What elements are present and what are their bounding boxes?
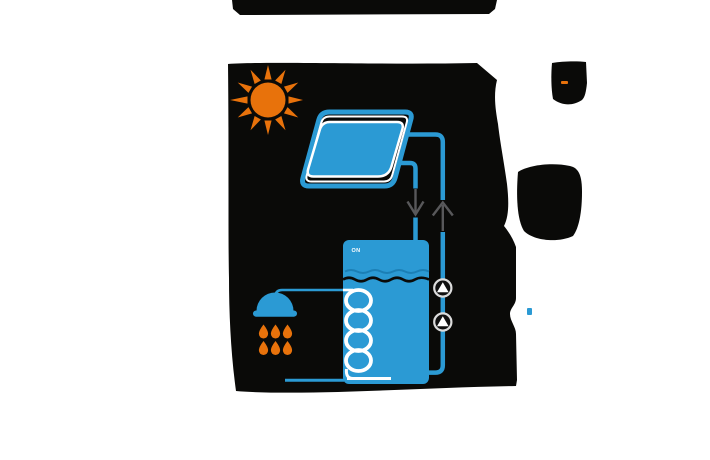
sun-core [250,82,286,118]
shower-plate [253,310,297,317]
pump-icon-upper [433,278,453,298]
shower-dome [256,292,294,311]
pump-icon-lower [433,312,453,332]
solar-panel [300,109,414,189]
panel-outer-frame [300,109,414,189]
water-level-wave-light [344,269,430,274]
water-drop-icon [282,341,293,355]
water-drops [258,324,293,355]
flow-arrow-down-icon [406,189,425,217]
water-level-wave-dark [342,276,430,283]
water-drop-icon [258,324,269,339]
water-drop-icon [258,341,269,355]
water-drop-icon [270,341,281,355]
sun-icon [230,65,303,135]
water-drop-icon [270,324,281,339]
return-pipe [407,132,454,375]
panel-absorber [306,120,405,178]
tank-label: ON [352,248,361,254]
blue-speck [527,308,532,315]
water-drop-icon [282,324,293,339]
orange-speck [561,81,568,84]
backdrop-blob-top-right [551,61,587,105]
heat-exchanger-coil [343,288,391,380]
backdrop-top-strip [232,0,497,15]
backdrop-blob-mid-right [517,164,582,241]
panel-inner-rim [305,115,409,183]
supply-pipe [399,160,425,243]
flow-arrow-up-icon [431,200,454,231]
shower-head [253,292,297,317]
